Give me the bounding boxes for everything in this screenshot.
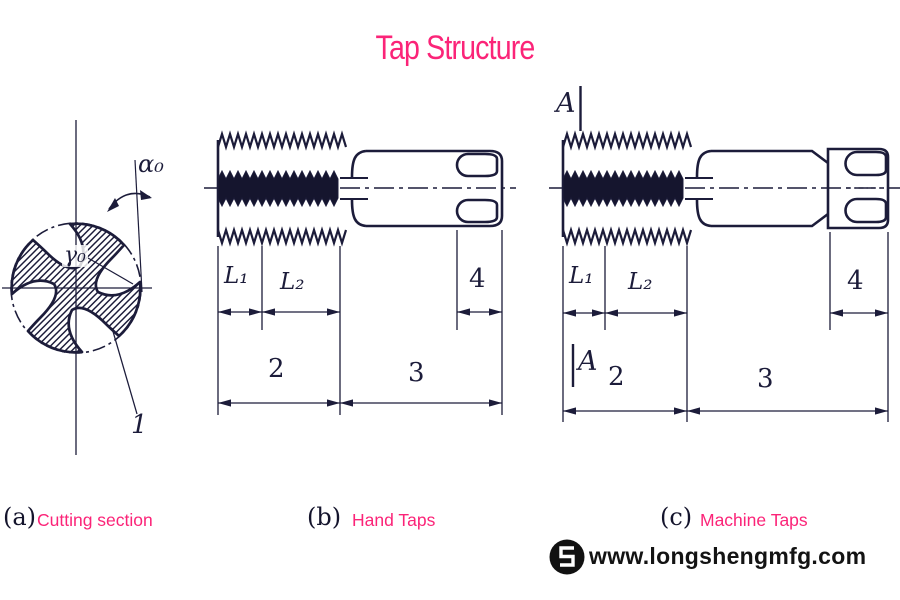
section-marker-top: A — [556, 88, 576, 119]
machine-tap-drawing — [549, 86, 900, 422]
watermark-url: www.longshengmfg.com — [589, 543, 867, 569]
machine-tap-dim-l2: L₂ — [628, 269, 653, 295]
hand-tap-drawing — [204, 130, 516, 415]
figure-c-caption: Machine Taps — [700, 510, 808, 530]
hand-tap-dim-4: 4 — [469, 264, 486, 294]
hand-tap-dim-2: 2 — [268, 354, 285, 384]
machine-tap-dim-4: 4 — [847, 266, 864, 296]
hand-tap-dim-3: 3 — [408, 358, 425, 388]
relief-angle-label: α₀ — [138, 150, 164, 178]
figure-b-label: (b) — [307, 503, 342, 531]
part-number-label: 1 — [131, 410, 148, 440]
longsheng-logo-icon — [549, 539, 585, 575]
machine-tap-dimension-arrows — [563, 309, 888, 415]
figure-b-caption: Hand Taps — [352, 510, 436, 530]
hand-tap-dim-l2: L₂ — [280, 269, 305, 295]
machine-tap-dim-3: 3 — [757, 364, 774, 394]
figure-c-label: (c) — [660, 503, 693, 531]
machine-tap-dim-2: 2 — [608, 362, 625, 392]
section-marker-bottom: A — [578, 346, 598, 377]
machine-tap-dim-l1: L₁ — [569, 263, 594, 289]
figure-a-label: (a) — [3, 503, 37, 531]
rake-angle-label: γ₀ — [62, 243, 88, 268]
hand-tap-dimension-arrows — [218, 308, 502, 407]
page-title: Tap Structure — [375, 29, 536, 67]
figure-a-caption: Cutting section — [37, 510, 153, 530]
cutting-section-drawing — [2, 120, 152, 455]
hand-tap-dim-l1: L₁ — [224, 263, 249, 289]
